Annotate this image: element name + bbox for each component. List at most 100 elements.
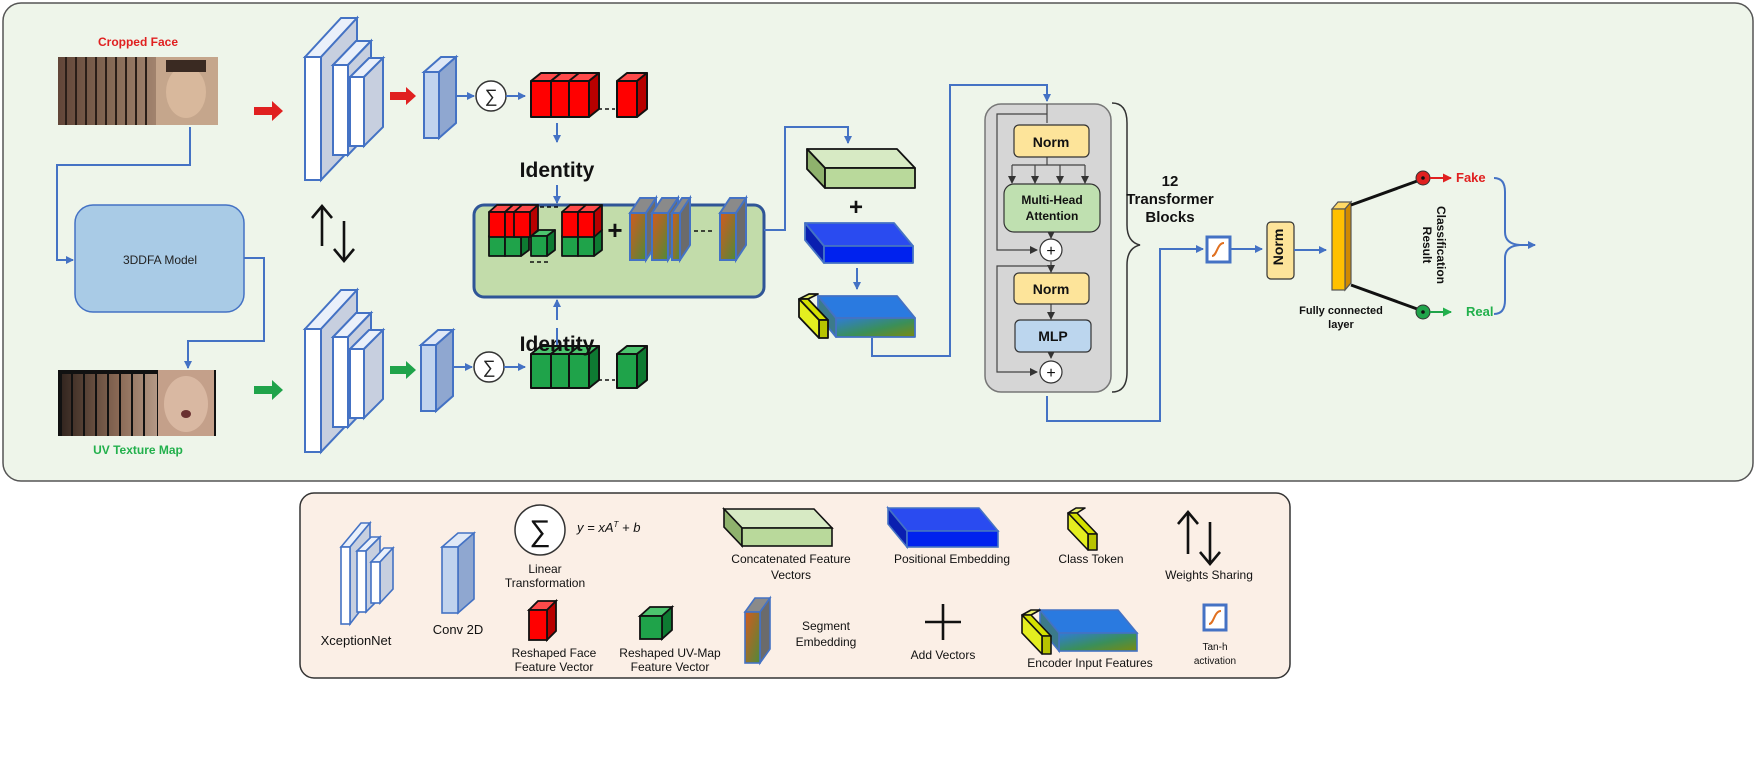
mha-label-line2: Attention bbox=[1026, 209, 1079, 223]
legend-linear-formula: y = xAT + b bbox=[576, 520, 640, 535]
legend-segment-line1: Segment bbox=[802, 619, 851, 633]
uv-input-arrow bbox=[254, 380, 283, 400]
legend-concat-line1: Concatenated Feature bbox=[731, 552, 851, 566]
svg-text:+: + bbox=[1046, 243, 1055, 260]
face-input-arrow bbox=[254, 101, 283, 121]
weights-sharing-icon bbox=[311, 203, 355, 264]
identity-label-top: Identity bbox=[520, 159, 595, 182]
transformer-brace bbox=[1111, 102, 1141, 393]
fc-to-real-line bbox=[1350, 283, 1421, 312]
class-token-block bbox=[798, 293, 829, 339]
legend-class-token-icon bbox=[1067, 507, 1098, 551]
legend-class-token-label: Class Token bbox=[1058, 552, 1123, 566]
cropped-face-image bbox=[58, 57, 218, 125]
uv-feature-vectors bbox=[530, 345, 648, 389]
add-node-2: + bbox=[1039, 360, 1063, 384]
legend-reshaped-uv-line2: Feature Vector bbox=[631, 660, 710, 674]
legend-add-vectors-label: Add Vectors bbox=[911, 648, 976, 662]
norm-box-1 bbox=[1013, 124, 1090, 158]
legend-weights-sharing-icon bbox=[1177, 509, 1221, 567]
concatenated-feature-slab bbox=[806, 148, 916, 189]
legend-plus-icon bbox=[925, 604, 961, 640]
norm-label-1: Norm bbox=[1033, 134, 1070, 150]
legend-weights-sharing-label: Weights Sharing bbox=[1165, 568, 1253, 582]
xceptionnet-bottom bbox=[302, 287, 386, 455]
transformer-count-label: 12 bbox=[1162, 173, 1179, 190]
segment-embedding-group bbox=[628, 194, 748, 264]
conv2d-bottom bbox=[418, 327, 456, 414]
model-3ddfa-label: 3DDFA Model bbox=[123, 253, 197, 267]
fake-label: Fake bbox=[1456, 170, 1486, 185]
classification-label-line1: Classification bbox=[1434, 206, 1448, 284]
concat-vector-group bbox=[488, 204, 603, 257]
fake-output-node bbox=[1415, 170, 1431, 186]
legend-reshaped-uv-line1: Reshaped UV-Map bbox=[619, 646, 721, 660]
face-to-3ddfa-connector bbox=[56, 127, 191, 264]
norm-box-2 bbox=[1013, 272, 1090, 305]
transformer-label-line2: Blocks bbox=[1145, 209, 1194, 226]
final-norm-label: Norm bbox=[1270, 229, 1286, 266]
transformer-internal-lines bbox=[996, 104, 1089, 376]
classification-label-line2: Result bbox=[1420, 227, 1434, 264]
legend-xceptionnet-icon bbox=[339, 520, 395, 627]
norm-label-2: Norm bbox=[1033, 281, 1070, 297]
legend-conv2d-label: Conv 2D bbox=[433, 622, 484, 637]
multi-head-attention-box bbox=[1003, 183, 1101, 233]
legend-linear-label-line1: Linear bbox=[528, 562, 561, 576]
add-node-1: + bbox=[1039, 238, 1063, 262]
real-label: Real bbox=[1466, 304, 1493, 319]
face-to-conv-arrow bbox=[390, 87, 416, 105]
svg-text:∑: ∑ bbox=[485, 86, 498, 106]
fully-connected-layer bbox=[1330, 200, 1353, 292]
legend-conv2d-icon bbox=[439, 531, 477, 615]
xceptionnet-top bbox=[302, 15, 386, 183]
positional-embedding-slab bbox=[804, 222, 914, 264]
legend-segment-icon bbox=[743, 595, 772, 666]
transformer-label-line1: Transformer bbox=[1126, 191, 1214, 208]
tanh-activation-icon bbox=[1205, 235, 1232, 264]
encoder-to-transformer-connector bbox=[871, 84, 1051, 357]
encoder-input-slab bbox=[817, 295, 916, 338]
legend-reshaped-face-line2: Feature Vector bbox=[515, 660, 594, 674]
legend-reshaped-face-line1: Reshaped Face bbox=[512, 646, 597, 660]
cropped-face-label: Cropped Face bbox=[98, 35, 178, 49]
concatenation-box bbox=[472, 203, 766, 299]
uv-texture-label: UV Texture Map bbox=[93, 443, 183, 457]
legend-reshaped-face-icon bbox=[526, 598, 559, 643]
legend-encoder-input-icon bbox=[1021, 607, 1139, 655]
conv2d-top bbox=[421, 54, 459, 141]
legend-encoder-input-label: Encoder Input Features bbox=[1027, 656, 1152, 670]
legend-segment-line2: Embedding bbox=[796, 635, 857, 649]
legend-positional-icon bbox=[886, 505, 1000, 550]
uv-to-conv-arrow bbox=[390, 361, 416, 379]
legend-positional-label: Positional Embedding bbox=[894, 552, 1010, 566]
concat-to-embeddings-connector bbox=[764, 126, 852, 231]
mlp-box bbox=[1014, 319, 1092, 353]
embedding-plus-sign: + bbox=[849, 194, 863, 221]
mlp-label: MLP bbox=[1038, 328, 1068, 344]
fc-to-fake-line bbox=[1350, 178, 1421, 207]
svg-text:∑: ∑ bbox=[483, 357, 496, 377]
transformer-to-tanh-connector bbox=[1046, 245, 1204, 422]
legend-concat-icon bbox=[722, 506, 834, 549]
3ddfa-to-uv-connector bbox=[184, 257, 265, 369]
concat-plus-sign: + bbox=[607, 215, 622, 245]
fc-label-line1: Fully connected bbox=[1299, 305, 1383, 317]
legend-concat-line2: Vectors bbox=[771, 568, 811, 582]
legend-tanh-line2: activation bbox=[1194, 656, 1236, 667]
legend-reshaped-uv-icon bbox=[637, 604, 675, 642]
legend-linear-label-line2: Transformation bbox=[505, 576, 585, 590]
sum-node-top: ∑ bbox=[475, 80, 507, 112]
fc-label-line2: layer bbox=[1328, 319, 1354, 331]
legend-tanh-icon bbox=[1202, 603, 1228, 632]
svg-text:+: + bbox=[1046, 365, 1055, 382]
sum-node-bottom: ∑ bbox=[473, 351, 505, 383]
legend-sum-icon: ∑ bbox=[514, 504, 566, 556]
svg-text:∑: ∑ bbox=[529, 515, 550, 548]
uv-texture-image bbox=[58, 370, 216, 436]
real-output-node bbox=[1415, 304, 1431, 320]
legend-xceptionnet-label: XceptionNet bbox=[321, 633, 392, 648]
face-feature-vectors bbox=[530, 72, 648, 118]
mha-label-line1: Multi-Head bbox=[1021, 193, 1082, 207]
